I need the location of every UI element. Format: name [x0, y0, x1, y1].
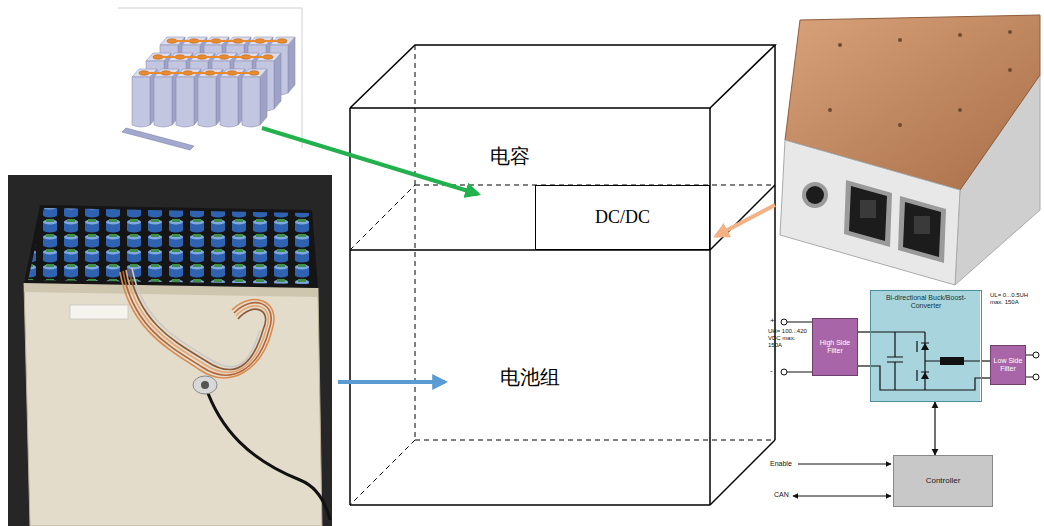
node-text: Bi-directional Buck/Boost-Converter — [874, 294, 978, 310]
pointer-arrow — [716, 205, 775, 236]
node-text: DC/DC — [595, 207, 650, 228]
supercapacitor-illustration — [118, 8, 302, 150]
node-text: 电池组 — [500, 366, 560, 389]
dcdc-module-box: DC/DC — [535, 185, 710, 250]
wire-connector — [982, 360, 990, 361]
node-text: 电容 — [490, 145, 530, 168]
wire-connector — [858, 331, 870, 332]
node-text: Controller — [926, 476, 961, 485]
terminal-sign: + — [770, 316, 775, 325]
label-text: CAN — [774, 491, 789, 499]
battery-pack-photo — [8, 175, 332, 526]
housing-wireframe — [350, 45, 775, 505]
filter-box: High Side Filter — [812, 318, 858, 376]
wire-connector — [934, 402, 935, 455]
label-text: UH= 100...420 VDC max. 150A — [768, 328, 810, 349]
controller-box: Controller — [893, 455, 993, 507]
voltage-spec: UH= 100...420 VDC max. 150A — [768, 328, 810, 349]
signal-name: CAN — [774, 491, 789, 499]
terminal-sign: - — [770, 366, 773, 375]
label-text: UL= 0...0.5UH max. 150A — [990, 292, 1038, 306]
dcdc-unit-photo — [780, 15, 1040, 285]
label-text: Enable — [770, 460, 792, 468]
signal-name: Enable — [770, 460, 792, 468]
pointer-arrow — [338, 380, 445, 384]
capacitor-region: 电容 — [440, 128, 580, 184]
converter-box: Bi-directional Buck/Boost-Converter — [870, 290, 982, 402]
label-text: - — [770, 366, 773, 375]
node-text: High Side Filter — [815, 339, 855, 355]
node-text: Low Side Filter — [992, 357, 1024, 373]
pointer-arrow — [262, 128, 478, 194]
filter-box: Low Side Filter — [990, 345, 1026, 385]
battery-region: 电池组 — [355, 255, 705, 500]
label-text: + — [770, 316, 775, 325]
voltage-spec: UL= 0...0.5UH max. 150A — [990, 292, 1038, 306]
